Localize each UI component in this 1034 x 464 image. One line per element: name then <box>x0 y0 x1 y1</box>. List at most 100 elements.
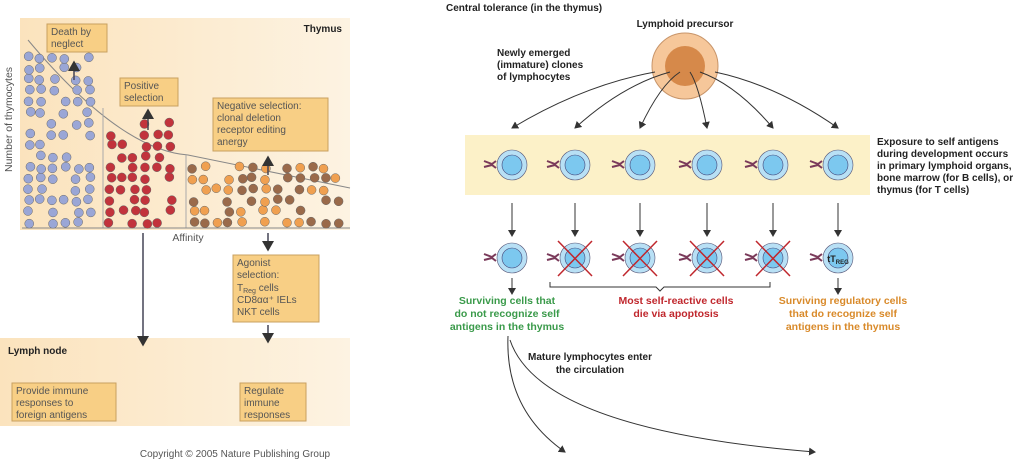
thymocyte <box>127 152 138 163</box>
thymocyte <box>25 84 35 95</box>
x-axis-label: Affinity <box>172 232 204 244</box>
thymocyte <box>294 184 305 195</box>
death-by-neglect-box-line: Death by <box>51 27 91 38</box>
receptor-icon <box>809 160 823 169</box>
thymocyte <box>271 205 281 215</box>
agonist-text: selection: <box>237 270 279 281</box>
thymus-label: Thymus <box>304 24 343 35</box>
thymocyte <box>35 108 45 118</box>
thymocyte <box>83 76 94 86</box>
receptor-icon <box>678 253 692 262</box>
thymocyte <box>140 195 150 205</box>
thymocyte <box>211 183 221 193</box>
thymocyte <box>234 161 245 172</box>
thymocyte <box>85 172 96 182</box>
thymocyte <box>48 219 58 229</box>
thymocyte <box>127 218 137 229</box>
newly-emerged-line: of lymphocytes <box>497 72 571 83</box>
thymocyte <box>187 164 197 174</box>
thymocyte <box>282 217 292 228</box>
thymocyte <box>201 185 211 195</box>
agonist-text: CD8αα⁺ IELs <box>237 295 297 306</box>
thymocyte <box>154 152 165 163</box>
thymocyte <box>309 173 320 183</box>
thymocyte <box>142 219 153 229</box>
regulatory-text-line: antigens in the thymus <box>786 321 901 333</box>
thymocyte <box>23 206 33 216</box>
newly-emerged-line: (immature) clones <box>497 60 584 71</box>
receptor-icon <box>744 253 758 262</box>
thymocyte <box>117 172 127 183</box>
mature-text-line: Mature lymphocytes enter <box>528 352 652 363</box>
regulatory-text-line: Surviving regulatory cells <box>779 295 908 307</box>
thymocyte <box>333 218 344 229</box>
thymocyte <box>60 96 71 107</box>
regulate-immune-box <box>239 382 307 422</box>
thymocyte <box>318 185 329 196</box>
regulatory-text-line: that do recognize self <box>789 308 897 320</box>
thymocyte <box>49 85 60 96</box>
thymocyte <box>83 194 93 205</box>
death-by-neglect-box-line: neglect <box>51 39 83 50</box>
treg-text: TReg cells <box>237 283 279 295</box>
thymocyte <box>127 172 138 183</box>
exposure-text-line: bone marrow (for B cells), or <box>877 173 1013 184</box>
thymocyte <box>115 185 126 195</box>
thymocyte <box>212 217 223 228</box>
precursor-label: Lymphoid precursor <box>637 19 734 30</box>
receptor-icon <box>611 253 625 262</box>
thymocyte <box>36 164 46 174</box>
thymocyte <box>58 194 69 205</box>
thymocyte <box>152 218 162 228</box>
thymocyte <box>106 131 116 141</box>
thymocyte <box>48 152 58 163</box>
exposure-text-line: in primary lymphoid organs, <box>877 161 1012 172</box>
receptor-icon <box>483 253 497 262</box>
provide-immune-box-line: Provide immune <box>16 386 89 397</box>
surviving-text-line: do not recognize self <box>454 308 560 320</box>
thymocyte <box>127 162 138 173</box>
thymocyte <box>260 197 270 207</box>
cross-icon <box>755 240 791 277</box>
thymocyte <box>37 184 47 194</box>
thymocyte <box>82 107 92 117</box>
thymocyte <box>130 184 140 195</box>
thymocyte <box>24 218 34 229</box>
thymocyte <box>58 109 69 119</box>
newly-emerged-line: Newly emerged <box>497 48 570 59</box>
thymocyte <box>261 183 271 194</box>
exposure-band <box>465 135 870 195</box>
thymocyte <box>48 174 58 184</box>
negative-selection-box-line: anergy <box>217 137 248 148</box>
thymocyte <box>104 196 115 206</box>
thymocyte <box>282 163 292 174</box>
thymocyte <box>153 129 163 140</box>
self-reactive-text-line: die via apoptosis <box>633 308 718 320</box>
thymocyte <box>139 130 149 140</box>
thymocyte <box>198 174 209 185</box>
thymocyte <box>294 217 304 228</box>
thymocyte <box>105 207 115 218</box>
thymocyte <box>107 139 117 150</box>
thymocyte <box>163 130 174 140</box>
thymocyte <box>152 162 162 172</box>
death-by-neglect-box <box>46 23 108 53</box>
thymocyte <box>131 205 141 216</box>
exposure-text-line: during development occurs <box>877 149 1009 160</box>
thymocyte <box>46 119 57 129</box>
thymocyte <box>164 117 174 128</box>
thymocyte <box>238 174 248 184</box>
thymocyte <box>139 119 150 129</box>
thymocyte <box>295 162 305 173</box>
brace <box>549 282 771 292</box>
thymocyte <box>72 85 82 95</box>
treg-label: tTREG <box>827 254 849 266</box>
thymocyte <box>140 151 151 161</box>
thymocyte <box>246 172 257 183</box>
thymocyte <box>74 207 84 218</box>
thymocyte <box>237 217 247 227</box>
thymocyte <box>84 118 94 128</box>
circulation-arrow <box>507 335 566 453</box>
thymocyte <box>70 186 81 196</box>
regulate-immune-box-line: immune <box>244 398 280 409</box>
